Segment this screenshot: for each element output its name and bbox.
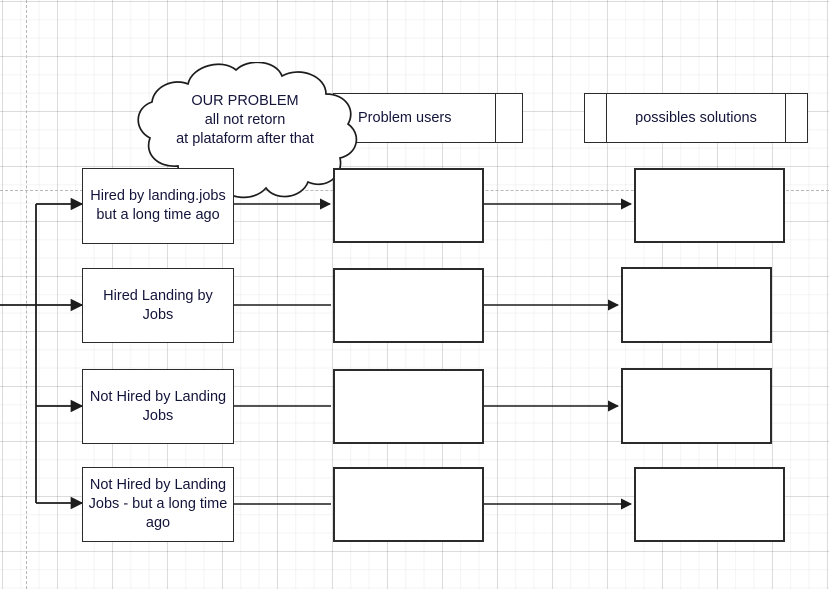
source-node-1[interactable]: Hired by landing.jobs but a long time ag… xyxy=(82,168,234,244)
solution-node-4[interactable] xyxy=(634,467,785,542)
solution-node-2[interactable] xyxy=(621,267,772,343)
problem-node-3[interactable] xyxy=(333,369,484,444)
header-problem-users: Problem users xyxy=(333,93,523,143)
problem-to-solution-links xyxy=(484,198,633,510)
source-to-problem-links xyxy=(234,198,332,505)
solution-node-1[interactable] xyxy=(634,168,785,243)
header-solutions-cap-left xyxy=(585,94,607,142)
header-solutions-cap-right xyxy=(785,94,807,142)
problem-node-1[interactable] xyxy=(333,168,484,243)
header-possible-solutions: possibles solutions xyxy=(584,93,808,143)
cloud-callout: OUR PROBLEM all not retorn at plataform … xyxy=(126,61,364,200)
source-node-4[interactable]: Not Hired by Landing Jobs - but a long t… xyxy=(82,467,234,542)
header-problem-users-cap xyxy=(495,94,522,142)
solution-node-3[interactable] xyxy=(621,368,772,444)
left-trunk xyxy=(0,197,84,510)
problem-node-4[interactable] xyxy=(333,467,484,542)
header-possible-solutions-label: possibles solutions xyxy=(635,110,757,126)
header-problem-users-label: Problem users xyxy=(358,110,452,126)
cloud-label: OUR PROBLEM all not retorn at plataform … xyxy=(176,93,314,147)
guide-line-vertical xyxy=(26,0,27,589)
cloud-shape-icon xyxy=(137,61,358,199)
source-node-2[interactable]: Hired Landing by Jobs xyxy=(82,268,234,343)
problem-node-2[interactable] xyxy=(333,268,484,343)
source-node-3[interactable]: Not Hired by Landing Jobs xyxy=(82,369,234,444)
